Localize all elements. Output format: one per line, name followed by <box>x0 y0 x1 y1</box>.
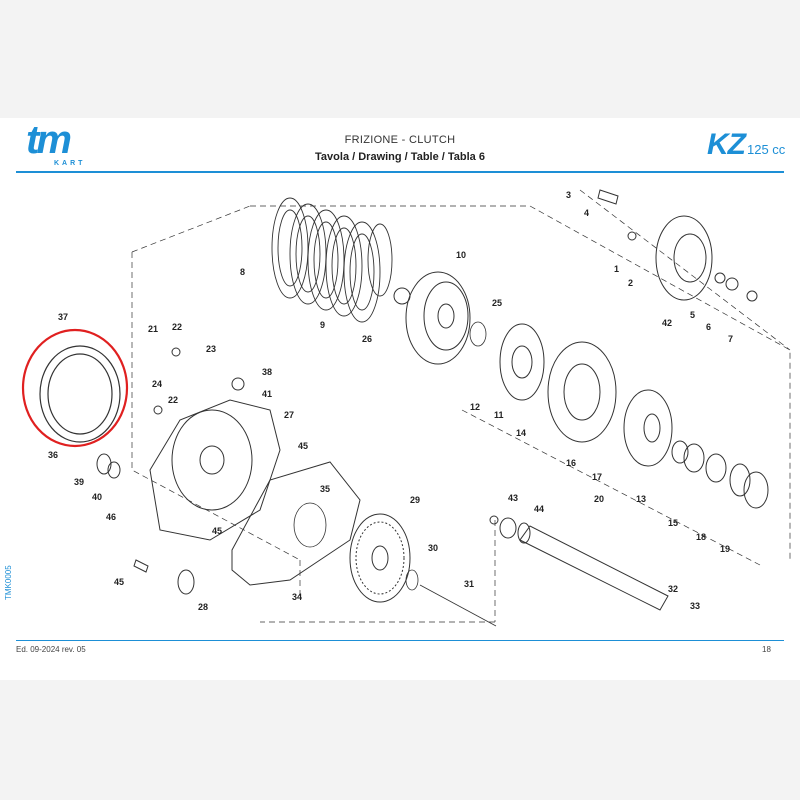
exploded-parts-drawing: 1 2 3 4 5 6 7 8 9 10 11 12 13 14 15 16 1… <box>21 189 791 627</box>
callout-44: 44 <box>534 504 544 514</box>
top-margin <box>0 0 800 118</box>
callout-2: 2 <box>628 278 633 288</box>
callout-45a: 45 <box>298 441 308 451</box>
callout-21: 21 <box>148 324 158 334</box>
callout-24: 24 <box>152 379 162 389</box>
thrust-washer-25 <box>469 321 487 347</box>
clutch-hub <box>499 323 617 443</box>
cover-ring <box>39 345 121 443</box>
brand-logo: tm <box>26 118 72 162</box>
callout-35: 35 <box>320 484 330 494</box>
callout-11: 11 <box>494 410 504 420</box>
oil-seal-35 <box>293 502 327 548</box>
callout-6: 6 <box>706 322 711 332</box>
callout-33: 33 <box>690 601 700 611</box>
callout-38: 38 <box>262 367 272 377</box>
model-code: KZ <box>707 128 746 161</box>
callout-34: 34 <box>292 592 302 602</box>
clutch-plates-stack <box>271 197 393 323</box>
callout-15: 15 <box>668 518 678 528</box>
section-title: FRIZIONE - CLUTCH <box>344 134 456 146</box>
callout-19: 19 <box>720 544 730 554</box>
callout-45c: 45 <box>114 577 124 587</box>
callout-46: 46 <box>106 512 116 522</box>
edition-label: Ed. 09-2024 rev. 05 <box>16 645 86 654</box>
callout-29: 29 <box>410 495 420 505</box>
small-hardware <box>96 347 245 595</box>
callout-45b: 45 <box>212 526 222 536</box>
callout-13: 13 <box>636 494 646 504</box>
callout-4: 4 <box>584 208 589 218</box>
callout-28: 28 <box>198 602 208 612</box>
bearings <box>671 440 769 509</box>
bottom-margin <box>0 680 800 800</box>
callout-31: 31 <box>464 579 474 589</box>
callout-8: 8 <box>240 267 245 277</box>
release-plate <box>597 189 758 302</box>
callout-30: 30 <box>428 543 438 553</box>
callout-5: 5 <box>690 310 695 320</box>
circlip-30 <box>405 569 419 591</box>
callout-7: 7 <box>728 334 733 344</box>
page-number: 18 <box>762 645 771 654</box>
pushrod-31 <box>419 584 497 627</box>
callout-3: 3 <box>566 190 571 200</box>
document-code: TMK0005 <box>4 565 13 600</box>
callout-22b: 22 <box>168 395 178 405</box>
callout-9: 9 <box>320 320 325 330</box>
callout-20: 20 <box>594 494 604 504</box>
callout-23: 23 <box>206 344 216 354</box>
callout-22a: 22 <box>172 322 182 332</box>
callout-36: 36 <box>48 450 58 460</box>
primary-gear <box>349 513 411 603</box>
callout-1: 1 <box>614 264 619 274</box>
assembly-guide-lines <box>131 189 791 623</box>
callout-43: 43 <box>508 493 518 503</box>
clutch-basket <box>393 271 471 365</box>
callout-10: 10 <box>456 250 466 260</box>
callout-25: 25 <box>492 298 502 308</box>
pressure-plate <box>623 389 673 467</box>
callout-42: 42 <box>662 318 672 328</box>
callout-12: 12 <box>470 402 480 412</box>
callout-37: 37 <box>58 312 68 322</box>
model-displacement: 125 cc <box>747 142 786 157</box>
callout-labels: 1 2 3 4 5 6 7 8 9 10 11 12 13 14 15 16 1… <box>48 190 733 612</box>
callout-27: 27 <box>284 410 294 420</box>
highlight-circle <box>21 328 129 448</box>
callout-14: 14 <box>516 428 526 438</box>
callout-16: 16 <box>566 458 576 468</box>
callout-18: 18 <box>696 532 706 542</box>
brand-logo-subtitle: KART <box>54 160 86 167</box>
callout-41: 41 <box>262 389 272 399</box>
callout-26: 26 <box>362 334 372 344</box>
footer-rule <box>16 640 784 641</box>
clutch-shaft <box>489 515 669 611</box>
callout-40: 40 <box>92 492 102 502</box>
drawing-sheet <box>0 118 800 680</box>
callout-39: 39 <box>74 477 84 487</box>
callout-32: 32 <box>668 584 678 594</box>
table-title: Tavola / Drawing / Table / Tabla 6 <box>315 151 485 163</box>
callout-17: 17 <box>592 472 602 482</box>
crankcase-cover <box>149 399 281 541</box>
cover-gasket <box>231 461 361 586</box>
header-rule <box>16 171 784 173</box>
